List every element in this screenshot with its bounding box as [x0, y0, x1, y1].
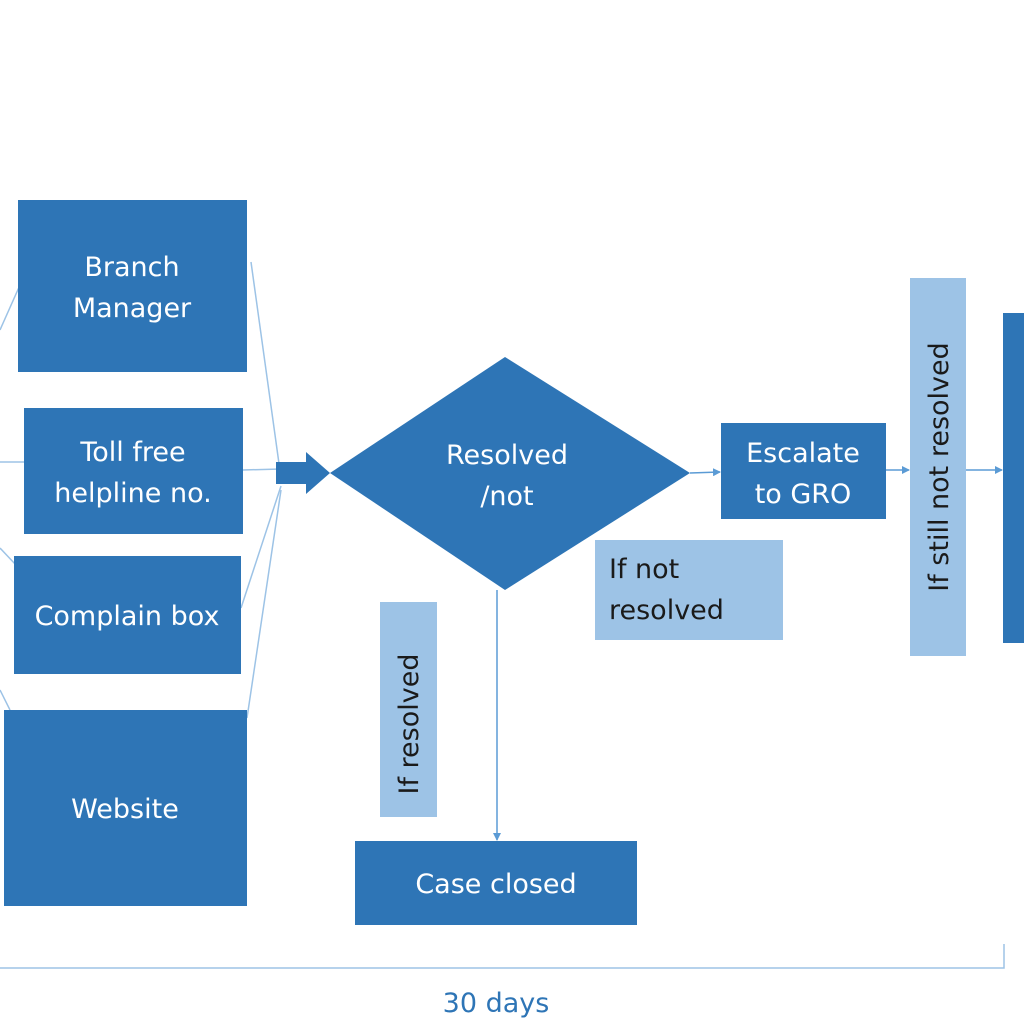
note-if-still-not-resolved: If still not resolved	[910, 278, 966, 656]
channel-branch-manager-line-2: Manager	[73, 293, 192, 324]
escalate-label-line-1: Escalate	[746, 438, 860, 469]
channel-complain-box-label: Complain box	[35, 601, 220, 632]
note-if-resolved-label: If resolved	[394, 654, 425, 795]
decision-diamond: Resolved /not	[330, 357, 690, 590]
arrow-decision-to-escalate	[689, 468, 721, 477]
duration-bracket	[0, 944, 1005, 969]
channel-branch-manager-line-1: Branch	[84, 252, 179, 283]
case-closed-box: Case closed	[355, 841, 637, 925]
note-if-resolved: If resolved	[380, 602, 437, 817]
left-edge-connectors	[0, 284, 24, 711]
channel-toll-free-line-2: helpline no.	[54, 478, 211, 509]
note-if-still-not-resolved-label: If still not resolved	[924, 342, 955, 592]
channel-website-label: Website	[71, 794, 179, 825]
channel-complain-box: Complain box	[14, 556, 241, 674]
escalate-label-line-2: to GRO	[755, 479, 852, 510]
channel-toll-free-line-1: Toll free	[79, 437, 185, 468]
note-if-not-resolved-line-1: If not	[609, 554, 679, 585]
decision-label-line-2: /not	[480, 481, 533, 512]
note-if-not-resolved: If not resolved	[595, 540, 783, 640]
duration-label: 30 days	[443, 988, 550, 1019]
channel-branch-manager: Branch Manager	[18, 200, 247, 372]
escalate-to-gro-box: Escalate to GRO	[721, 423, 886, 519]
block-arrow-into-decision	[276, 452, 330, 494]
note-if-not-resolved-line-2: resolved	[609, 595, 724, 626]
decision-label-line-1: Resolved	[446, 440, 568, 471]
channel-converging-lines	[240, 261, 282, 719]
channel-website: Website	[4, 710, 247, 906]
case-closed-label: Case closed	[415, 869, 576, 900]
channel-toll-free-helpline: Toll free helpline no.	[24, 408, 243, 534]
next-level-authority-box	[1003, 313, 1024, 643]
